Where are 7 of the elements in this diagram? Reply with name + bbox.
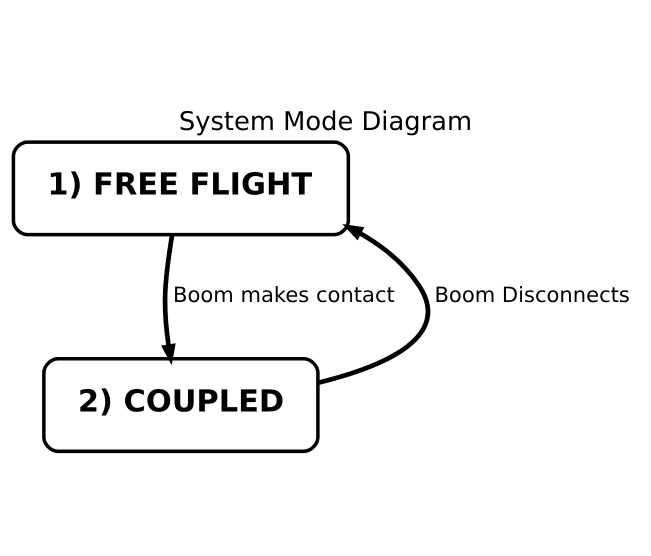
edge-label: Boom makes contact [173,282,395,307]
node-box: 2) COUPLED [42,357,320,454]
node-box: 1) FREE FLIGHT [12,140,350,236]
arrow [318,224,430,386]
arrow [161,234,176,366]
diagram-title: System Mode Diagram [178,106,472,137]
edge-label: Boom Disconnects [434,282,630,307]
